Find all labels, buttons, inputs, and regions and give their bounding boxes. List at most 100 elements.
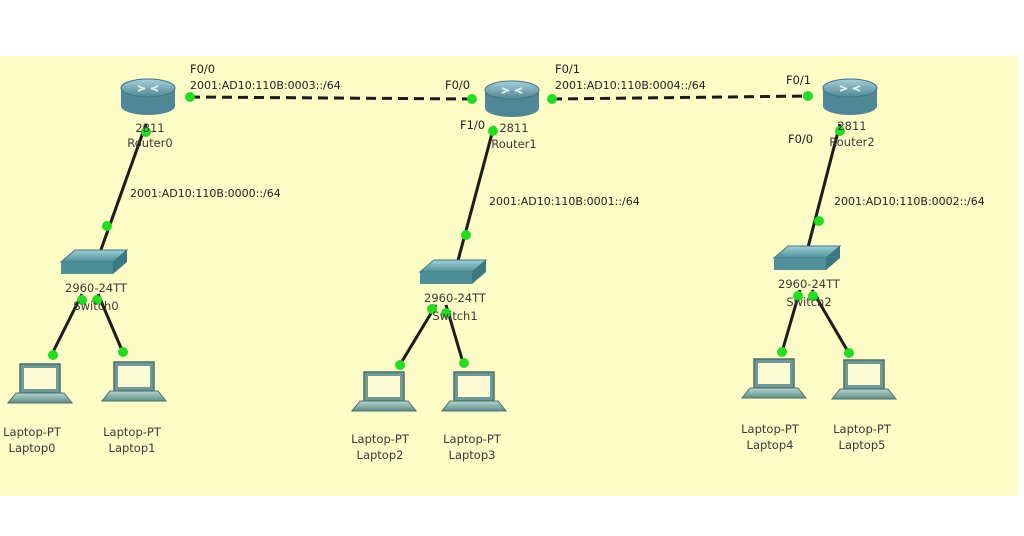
laptop-icon	[440, 400, 508, 412]
port-label-router1-f0-0: F0/0	[445, 78, 470, 92]
network-label-lan0: 2001:AD10:110B:0000::/64	[130, 187, 281, 200]
switch-0[interactable]	[59, 249, 129, 274]
laptop-icon	[100, 390, 168, 402]
port-dot	[803, 91, 813, 101]
port-dot	[185, 92, 195, 102]
router0-name-label: Router0	[127, 136, 172, 150]
laptop-5[interactable]	[830, 359, 898, 400]
laptop-3[interactable]	[440, 371, 508, 412]
switch-icon	[420, 272, 472, 284]
switch-icon	[826, 246, 840, 270]
router-icon	[822, 78, 878, 98]
laptop1-name-label: Laptop1	[109, 441, 156, 455]
port-label-router2-f0-1: F0/1	[786, 73, 811, 87]
port-dot	[395, 360, 405, 370]
port-dot	[118, 347, 128, 357]
network-labels: 2001:AD10:110B:0003::/64 2001:AD10:110B:…	[130, 79, 985, 208]
router2-model-label: 2811	[837, 119, 866, 133]
port-indicators	[48, 91, 854, 370]
switch-icon	[774, 258, 826, 270]
laptop5-name-label: Laptop5	[839, 438, 886, 452]
switch-icon	[113, 250, 127, 274]
port-dot	[141, 127, 151, 137]
network-label-r1-r2: 2001:AD10:110B:0004::/64	[555, 79, 706, 92]
laptop-icon	[24, 368, 56, 389]
switch-1[interactable]	[418, 259, 488, 284]
laptop-icon	[848, 364, 880, 385]
switch0-name-label: Switch0	[73, 299, 118, 313]
port-dot	[467, 94, 477, 104]
laptop3-name-label: Laptop3	[449, 448, 496, 462]
laptop0-name-label: Laptop0	[9, 441, 56, 455]
router1-model-label: 2811	[499, 121, 528, 135]
router-0[interactable]	[120, 78, 176, 115]
workspace-background	[0, 56, 1018, 496]
laptop4-name-label: Laptop4	[747, 438, 794, 452]
port-dot	[835, 126, 845, 136]
link-router1-switch1[interactable]	[454, 125, 496, 269]
switch2-name-label: Switch2	[786, 295, 831, 309]
laptop4-model-label: Laptop-PT	[741, 422, 800, 436]
switch0-model-label: 2960-24TT	[65, 281, 128, 295]
port-dot	[102, 221, 112, 231]
link-switch0-laptop1[interactable]	[96, 293, 126, 356]
laptop2-name-label: Laptop2	[357, 448, 404, 462]
router0-model-label: 2811	[135, 121, 164, 135]
laptop-icon	[830, 388, 898, 400]
router-icon	[484, 80, 540, 100]
link-switch0-laptop0[interactable]	[48, 293, 84, 359]
network-label-lan1: 2001:AD10:110B:0001::/64	[489, 195, 640, 208]
laptop-0[interactable]	[6, 363, 74, 404]
link-router1-router2[interactable]	[551, 94, 809, 101]
laptop-icon	[458, 376, 490, 397]
port-label-router2-f0-0: F0/0	[788, 132, 813, 146]
laptop5-model-label: Laptop-PT	[833, 422, 892, 436]
port-dot	[461, 230, 471, 240]
links	[48, 94, 852, 369]
network-label-lan2: 2001:AD10:110B:0002::/64	[834, 195, 985, 208]
port-label-router1-f1-0: F1/0	[460, 118, 485, 132]
link-router0-switch0[interactable]	[96, 123, 148, 259]
router-icon	[120, 78, 176, 98]
link-router2-switch2[interactable]	[804, 123, 842, 256]
port-label-router1-f0-1: F0/1	[555, 62, 580, 76]
link-switch2-laptop5[interactable]	[810, 289, 852, 356]
switch1-model-label: 2960-24TT	[424, 291, 487, 305]
network-label-r0-r1: 2001:AD10:110B:0003::/64	[190, 79, 341, 92]
port-dot	[48, 350, 58, 360]
switch2-model-label: 2960-24TT	[778, 277, 841, 291]
router-2[interactable]	[822, 78, 878, 115]
port-dot	[808, 291, 818, 301]
router-icon	[823, 97, 877, 115]
link-switch1-laptop2[interactable]	[396, 304, 438, 369]
router1-name-label: Router1	[491, 137, 536, 151]
switch-2[interactable]	[772, 245, 842, 270]
port-dot	[77, 295, 87, 305]
port-label-router0-f0-0: F0/0	[190, 62, 215, 76]
laptop-icon	[118, 366, 150, 387]
port-dot	[92, 295, 102, 305]
port-dot	[427, 304, 437, 314]
laptop0-model-label: Laptop-PT	[3, 425, 62, 439]
switch-icon	[61, 262, 113, 274]
device-labels: 2811 Router0 2811 Router1 2811 Router2 2…	[3, 119, 892, 462]
laptop-1[interactable]	[100, 361, 168, 402]
laptop-icon	[6, 392, 74, 404]
router-1[interactable]	[484, 80, 540, 117]
router2-name-label: Router2	[829, 135, 874, 149]
laptop2-model-label: Laptop-PT	[351, 432, 410, 446]
laptop-4[interactable]	[740, 358, 808, 399]
router-icon	[485, 99, 539, 117]
laptop-icon	[758, 363, 790, 384]
router-icon	[121, 97, 175, 115]
laptop-icon	[368, 376, 400, 397]
port-dot	[814, 216, 824, 226]
port-dot	[441, 308, 451, 318]
switch1-name-label: Switch1	[432, 309, 477, 323]
laptop-icon	[740, 387, 808, 399]
port-dot	[459, 358, 469, 368]
port-labels: F0/0 F0/0 F1/0 F0/1 F0/1 F0/0	[190, 62, 813, 146]
laptop-2[interactable]	[350, 371, 418, 412]
port-dot	[793, 291, 803, 301]
